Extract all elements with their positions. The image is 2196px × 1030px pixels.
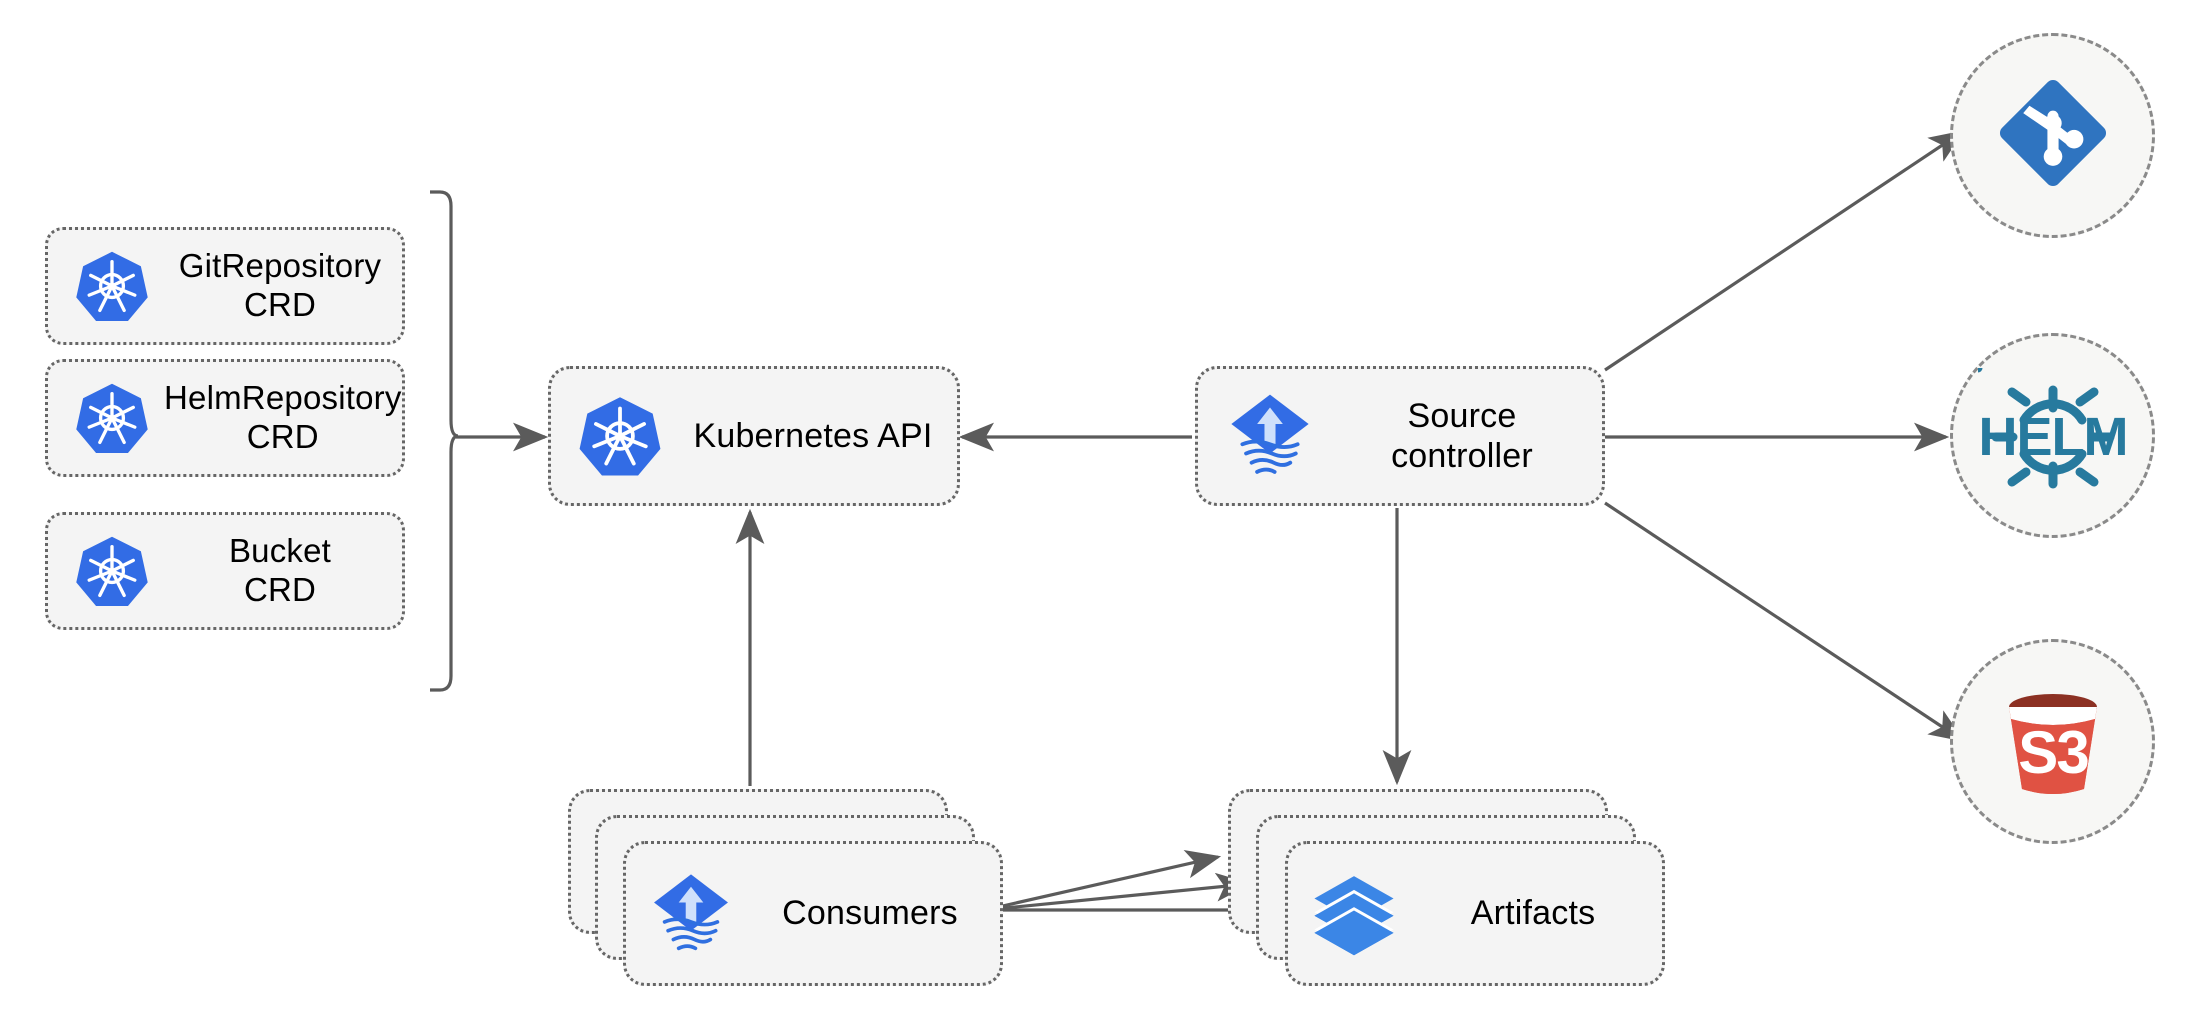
edge-source-controller-to-s3 (1604, 501, 1965, 742)
kubernetes-icon (60, 533, 164, 609)
source-circle-s3[interactable]: S3 (1950, 639, 2155, 844)
layers-icon (1298, 871, 1410, 957)
kubernetes-icon (60, 380, 164, 456)
node-consumers[interactable]: Consumers (623, 841, 1003, 986)
flux-icon (1212, 387, 1328, 485)
git-icon (1991, 71, 2115, 200)
node-label: Source controller (1391, 396, 1533, 475)
flux-icon (636, 867, 746, 961)
node-source-controller[interactable]: Source controller (1195, 366, 1605, 506)
edge-consumers-to-artifacts-1 (984, 850, 1222, 912)
edge-source-controller-to-git (1604, 130, 1965, 372)
node-label: GitRepository CRD (178, 247, 382, 323)
node-artifacts[interactable]: Artifacts (1285, 841, 1665, 986)
node-gitrepository-crd[interactable]: GitRepository CRD (45, 227, 405, 345)
node-label: Consumers (782, 894, 958, 933)
node-label: Artifacts (1470, 894, 1596, 933)
kubernetes-icon (565, 393, 675, 479)
helm-wordmark: HELM (1978, 407, 2127, 467)
s3-bucket-icon: S3 (1987, 673, 2119, 810)
node-bucket-crd[interactable]: Bucket CRD (45, 512, 405, 630)
crd-group-bracket (430, 190, 459, 692)
node-label: Kubernetes API (693, 416, 933, 455)
node-helmrepository-crd[interactable]: HelmRepository CRD (45, 359, 405, 477)
kubernetes-icon (60, 248, 164, 324)
edge-consumers-to-artifacts-2 (984, 872, 1252, 912)
s3-wordmark: S3 (2018, 719, 2088, 786)
source-circle-helm[interactable]: HELM (1950, 333, 2155, 538)
node-kubernetes-api[interactable]: Kubernetes API (548, 366, 960, 506)
source-circle-git[interactable] (1950, 33, 2155, 238)
helm-icon: HELM (1973, 363, 2128, 503)
node-label: Bucket CRD (228, 532, 332, 608)
node-label: HelmRepository CRD (164, 379, 402, 455)
